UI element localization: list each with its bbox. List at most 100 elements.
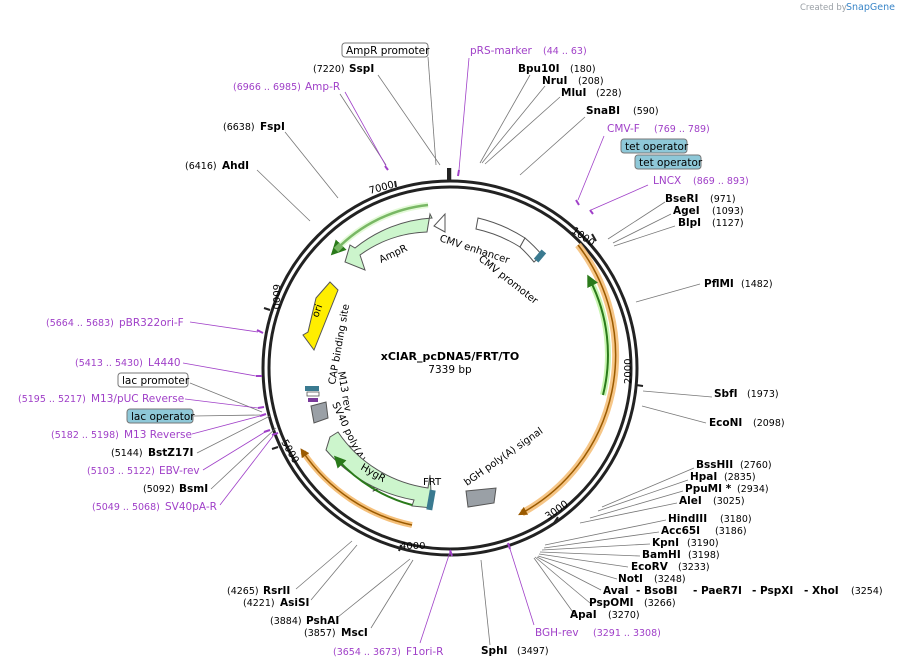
frt-label: FRT (423, 477, 442, 488)
enzyme-acc65i: Acc65I (661, 525, 700, 537)
orf-arc-right-line (518, 244, 617, 516)
enzyme-apai: ApaI (570, 609, 597, 621)
bgh-feature (465, 487, 497, 508)
m13-mark (308, 398, 318, 402)
enzyme-econi: EcoNI (709, 417, 742, 429)
enzyme-noti-pos: (3248) (654, 574, 686, 585)
svg-text:AmpR promoter: AmpR promoter (346, 45, 430, 57)
backbone-inner (267, 185, 633, 551)
watermark-brand: SnapGene (846, 2, 895, 13)
primer-sv40pa-r-pos: (5049 .. 5068) (92, 502, 160, 513)
enzyme-paer7i: - PaeR7I (693, 585, 742, 597)
watermark-created: Created by (800, 3, 847, 13)
enzyme-fspi: FspI (260, 121, 285, 133)
enzyme-bpu10i: Bpu10I (518, 63, 560, 75)
enzyme-xhoi: - XhoI (804, 585, 839, 597)
ampr-label: AmpR (378, 243, 410, 266)
enzyme-blpi-pos: (1127) (712, 218, 744, 229)
enzyme-blpi: BlpI (678, 217, 701, 229)
primer-bgh-rev: BGH-rev (535, 627, 579, 639)
primer-f1ori-r: F1ori-R (406, 646, 443, 658)
enzyme-sphi-pos: (3497) (517, 646, 549, 657)
enzyme-apai-pos: (3270) (608, 610, 640, 621)
ampr-promoter-arrow (433, 212, 446, 233)
enzyme-bamhi: BamHI (642, 549, 681, 561)
primer-m13puc: M13/pUC Reverse (91, 393, 184, 405)
primer-ticks (256, 165, 594, 557)
enzyme-noti: NotI (618, 573, 643, 585)
enzyme-fspi-pos: (6638) (223, 122, 255, 133)
ampr-orf-glow (333, 202, 429, 253)
enzyme-pspomi-pos: (3266) (644, 598, 676, 609)
enzyme-xhoi-pos: (3254) (851, 586, 883, 597)
enzyme-bstz17i: BstZ17I (148, 447, 193, 459)
primer-l4440: L4440 (148, 357, 181, 369)
cmv-enhancer-label: CMV enhancer (438, 233, 511, 266)
primer-pbr322ori-pos: (5664 .. 5683) (46, 318, 114, 329)
svg-text:lac operator: lac operator (131, 411, 195, 423)
enzyme-sspi-pos: (7220) (313, 64, 345, 75)
primer-l4440-pos: (5413 .. 5430) (75, 358, 143, 369)
enzyme-kpni-pos: (3190) (687, 538, 719, 549)
enzyme-nrui: NruI (542, 75, 567, 87)
enzyme-alei-pos: (3025) (713, 496, 745, 507)
ori-label: ori (310, 303, 325, 319)
enzyme-pshai: PshAI (306, 615, 339, 627)
primer-lncx-pos: (869 .. 893) (693, 176, 749, 187)
tick-2000: 2000 (623, 359, 634, 384)
enzyme-bseri: BseRI (665, 193, 698, 205)
primer-ebv-rev-pos: (5103 .. 5122) (87, 466, 155, 477)
enzyme-sbfi: SbfI (714, 388, 738, 400)
primer-f1ori-r-pos: (3654 .. 3673) (333, 647, 401, 658)
enzyme-hpai: HpaI (690, 471, 717, 483)
boxed-lac-promoter: lac promoter (117, 372, 190, 388)
enzyme-ahdi-pos: (6416) (185, 161, 217, 172)
backbone-outer (261, 179, 639, 557)
cap-feature (310, 401, 329, 424)
svg-text:tet operator: tet operator (625, 141, 689, 153)
enzyme-ecorv: EcoRV (631, 561, 669, 573)
enzyme-asisi-pos: (4221) (243, 598, 275, 609)
enzyme-snabi: SnaBI (586, 105, 620, 117)
enzyme-pflmi-pos: (1482) (741, 279, 773, 290)
enzyme-ppumi: PpuMI * (685, 483, 732, 495)
enzyme-alei: AleI (679, 495, 702, 507)
enzyme-mlui-pos: (228) (596, 88, 622, 99)
enzyme-sphi: SphI (481, 645, 507, 657)
enzyme-hpai-pos: (2835) (724, 472, 756, 483)
enzyme-bsmi-pos: (5092) (143, 484, 175, 495)
enzyme-rsrii: RsrII (263, 585, 290, 597)
enzyme-econi-pos: (2098) (753, 418, 785, 429)
plasmid-name: xCIAR_pcDNA5/FRT/TO (381, 350, 520, 363)
enzyme-snabi-pos: (590) (633, 106, 659, 117)
enzyme-acc65i-pos: (3186) (715, 526, 747, 537)
hygr-orf-line (333, 455, 413, 506)
ampr-feature (344, 212, 433, 271)
primer-m13rev-pos: (5182 .. 5198) (51, 430, 119, 441)
enzyme-agei: AgeI (673, 205, 700, 217)
svg-text:tet operator: tet operator (639, 157, 703, 169)
frt-mark (426, 489, 436, 511)
enzyme-msci: MscI (341, 627, 368, 639)
tet-operator-mark (533, 249, 547, 263)
enzyme-bamhi-pos: (3198) (688, 550, 720, 561)
enzyme-msci-pos: (3857) (304, 628, 336, 639)
primer-ebv-rev: EBV-rev (159, 465, 200, 477)
plasmid-length: 7339 bp (428, 364, 472, 376)
enzyme-pspxi: - PspXI (752, 585, 793, 597)
primer-pbr322ori: pBR322ori-F (119, 317, 184, 329)
enzyme-ppumi-pos: (2934) (737, 484, 769, 495)
enzyme-kpni: KpnI (652, 537, 679, 549)
bgh-label: bGH poly(A) signal (462, 426, 545, 489)
enzyme-bseri-pos: (971) (710, 194, 736, 205)
leader-lines (189, 56, 713, 646)
enzyme-bsobi: - BsoBI (636, 585, 677, 597)
primer-cmv-f: CMV-F (607, 123, 640, 135)
enzyme-pflmi: PflMI (704, 278, 734, 290)
svg-text:lac promoter: lac promoter (122, 375, 190, 387)
tick-6000: 6000 (270, 284, 281, 309)
lac-operator-mark (305, 386, 319, 391)
primer-amp-r-pos: (6966 .. 6985) (233, 82, 301, 93)
tick-4000: 4000 (400, 541, 425, 552)
